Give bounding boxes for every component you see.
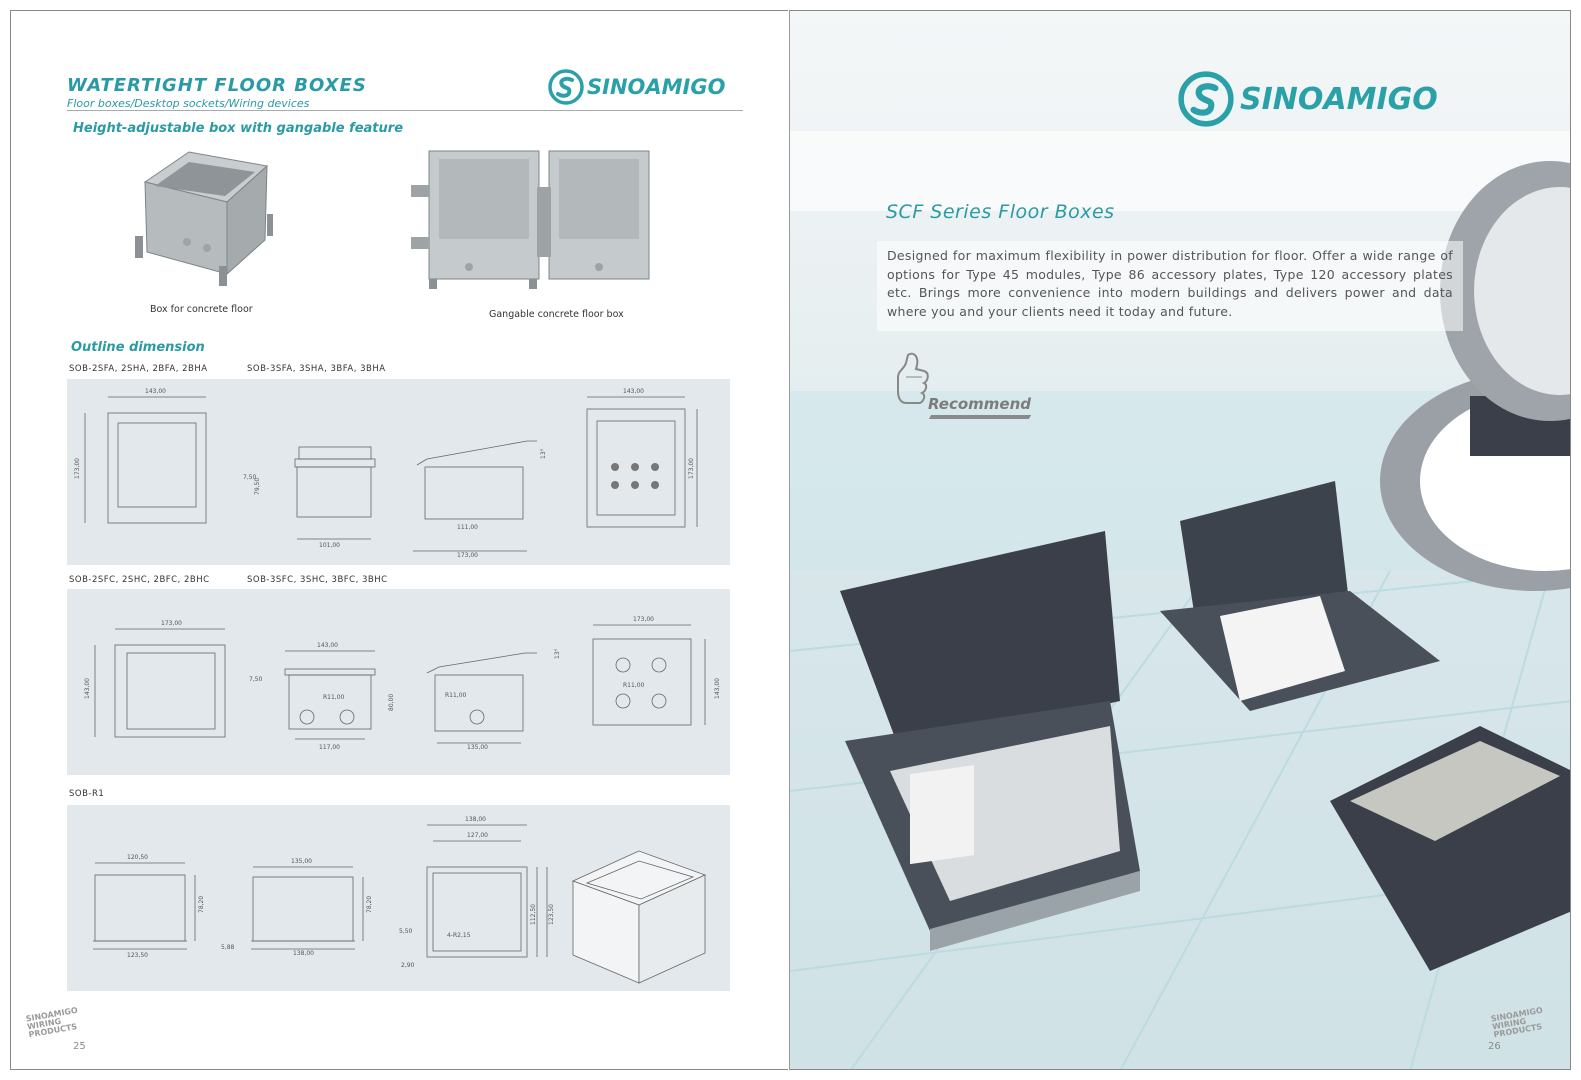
caption-gangable-box: Gangable concrete floor box xyxy=(489,309,624,320)
dim-label: 138,00 xyxy=(293,950,314,957)
caption-concrete-floor-box: Box for concrete floor xyxy=(150,304,253,315)
dim-label: 101,00 xyxy=(319,542,340,549)
dim-label: R11,00 xyxy=(623,682,645,689)
right-page: SINOAMIGO SCF Series Floor Boxes Designe… xyxy=(789,10,1571,1070)
thumbs-up-icon xyxy=(897,352,929,404)
dim-label: 135,00 xyxy=(291,858,312,865)
dim-label: 135,00 xyxy=(467,744,488,751)
dim-label: 4-R2,15 xyxy=(447,932,471,939)
dimension-panel-2: 173,00 143,00 143,00 7,50 R11,00 80,00 1… xyxy=(67,589,730,775)
dim-label: 78,20 xyxy=(198,896,205,913)
dim-label: 143,00 xyxy=(714,678,721,699)
sinoamigo-logo-icon xyxy=(548,69,584,105)
dimension-panel-3: 120,50 78,20 123,50 135,00 78,20 5,88 13… xyxy=(67,805,730,991)
model-label: SOB-3SFA, 3SHA, 3BFA, 3BHA xyxy=(247,364,386,374)
dim-label: 111,00 xyxy=(457,524,478,531)
model-label: SOB-2SFA, 2SHA, 2BFA, 2BHA xyxy=(69,364,208,374)
dim-label: 143,00 xyxy=(145,388,166,395)
model-label: SOB-R1 xyxy=(69,789,105,799)
brand-logo: SINOAMIGO xyxy=(1178,71,1438,127)
page-subtitle: Floor boxes/Desktop sockets/Wiring devic… xyxy=(67,97,310,110)
dimension-panel-1: 143,00 173,00 7,50 79,50 101,00 13° 111,… xyxy=(67,379,730,565)
brand-logo: SINOAMIGO xyxy=(548,69,725,105)
dim-label: 117,00 xyxy=(319,744,340,751)
dim-label: 13° xyxy=(540,448,547,459)
dim-label: 127,00 xyxy=(467,832,488,839)
recommend-label: Recommend xyxy=(928,395,1032,413)
page-title: WATERTIGHT FLOOR BOXES xyxy=(67,75,367,96)
dim-label: R11,00 xyxy=(323,694,345,701)
section-heading-outline: Outline dimension xyxy=(71,340,205,355)
dim-label: 143,00 xyxy=(84,678,91,699)
left-page: WATERTIGHT FLOOR BOXES Floor boxes/Deskt… xyxy=(10,10,788,1070)
dim-label: 2,90 xyxy=(401,962,415,969)
floor-background-scene xyxy=(790,131,1570,1069)
dim-label: 78,20 xyxy=(366,896,373,913)
logo-text: SINOAMIGO xyxy=(587,75,726,99)
recommend-underline xyxy=(928,415,1032,419)
drawing-row-1: 143,00 173,00 7,50 79,50 101,00 13° 111,… xyxy=(74,388,698,559)
logo-text: SINOAMIGO xyxy=(1240,81,1438,117)
page-number: 26 xyxy=(1488,1041,1501,1052)
model-label: SOB-2SFC, 2SHC, 2BFC, 2BHC xyxy=(69,575,210,585)
dim-label: 120,50 xyxy=(127,854,148,861)
series-title: SCF Series Floor Boxes xyxy=(886,201,1115,223)
page-number: 25 xyxy=(73,1041,86,1052)
dim-label: 173,00 xyxy=(161,620,182,627)
dim-label: 80,00 xyxy=(388,694,395,711)
series-description: Designed for maximum flexibility in powe… xyxy=(877,241,1463,331)
dim-label: 143,00 xyxy=(317,642,338,649)
dim-label: 7,50 xyxy=(249,676,263,683)
gangable-floor-box-image xyxy=(411,150,650,289)
dim-label: 13° xyxy=(554,648,561,659)
dim-label: 173,00 xyxy=(74,458,81,479)
dim-label: 138,00 xyxy=(465,816,486,823)
concrete-floor-box-image xyxy=(135,151,273,286)
dim-label: 123,50 xyxy=(127,952,148,959)
dim-label: 173,00 xyxy=(633,616,654,623)
dim-label: 143,00 xyxy=(623,388,644,395)
dim-label: 173,00 xyxy=(688,458,695,479)
drawing-row-3: 120,50 78,20 123,50 135,00 78,20 5,88 13… xyxy=(93,816,707,984)
sinoamigo-logo-icon xyxy=(1178,71,1234,127)
drawing-row-2: 173,00 143,00 143,00 7,50 R11,00 80,00 1… xyxy=(84,616,721,751)
dim-label: 7,50 xyxy=(243,474,257,481)
dim-label: 173,00 xyxy=(457,552,478,559)
dim-label: 79,50 xyxy=(254,478,261,495)
corner-brand: SINOAMIGO WIRING PRODUCTS xyxy=(25,1006,81,1040)
divider xyxy=(67,110,743,111)
dim-label: 5,88 xyxy=(221,944,235,951)
dim-label: R11,00 xyxy=(445,692,467,699)
dim-label: 123,50 xyxy=(548,904,555,925)
section-heading-gangable: Height-adjustable box with gangable feat… xyxy=(73,121,404,136)
dim-label: 5,50 xyxy=(399,928,413,935)
model-label: SOB-3SFC, 3SHC, 3BFC, 3BHC xyxy=(247,575,388,585)
dim-label: 112,50 xyxy=(530,904,537,925)
